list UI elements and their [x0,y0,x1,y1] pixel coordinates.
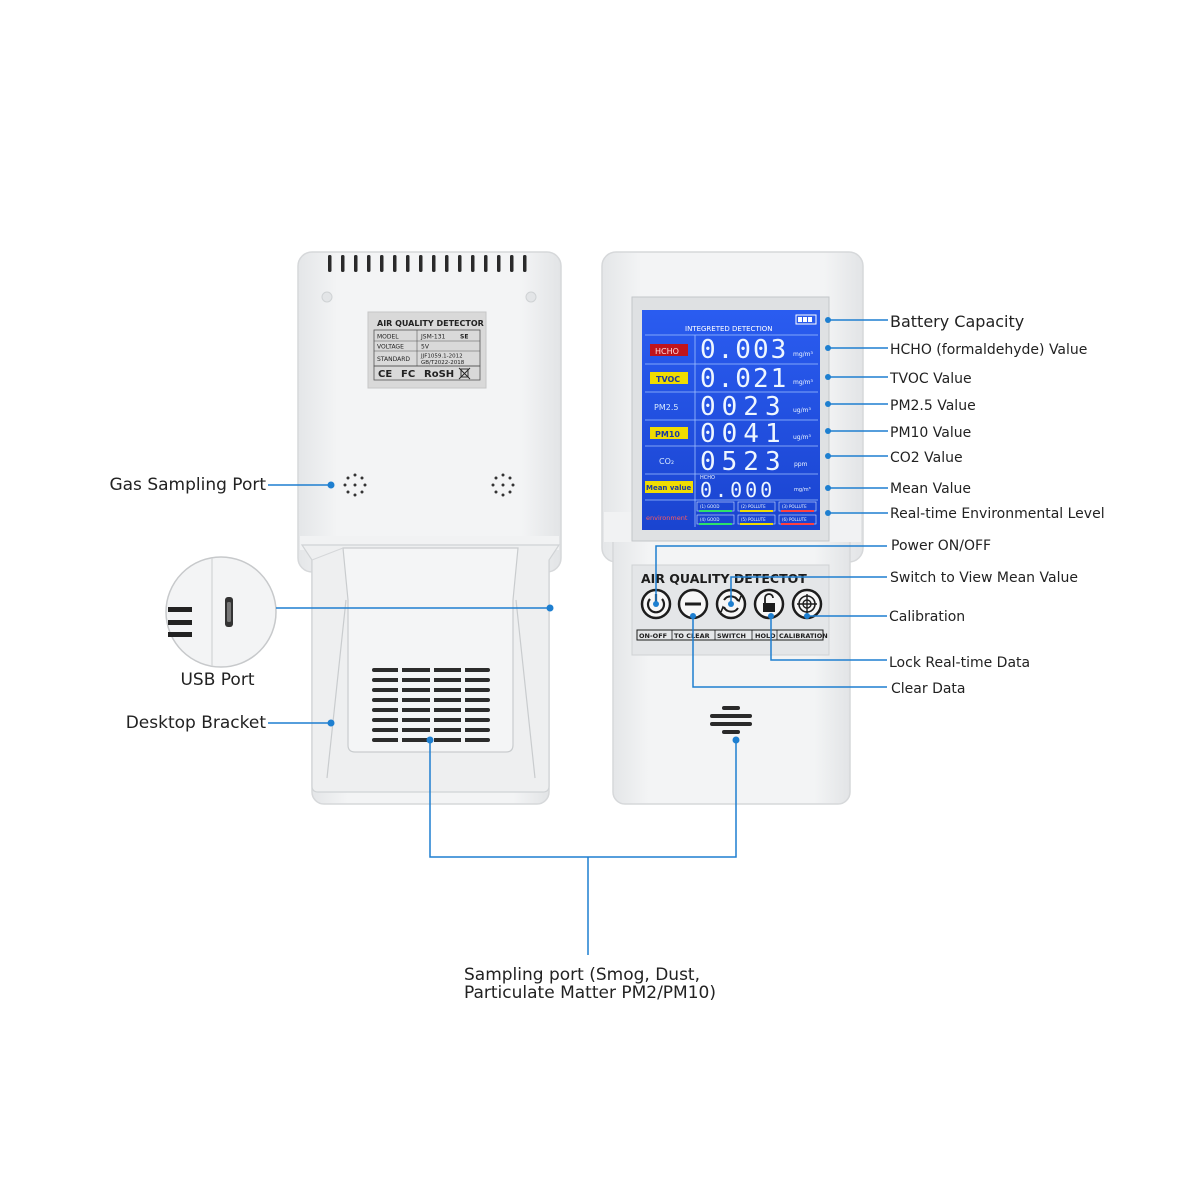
device-front: INTEGRETED DETECTION HCHO [601,251,864,805]
leader-dots [327,317,831,744]
btn-label-hold: HOLD [755,632,776,640]
panel-title: AIR QUALITY DETECTOT [641,571,807,586]
env-cell-6: (6) POLLUTE [782,517,807,522]
callout-lock: Lock Real-time Data [889,655,1031,671]
btn-label-onoff: ON-OFF [639,632,667,640]
env-cell-5: (5) POLLUTE [741,517,766,522]
lcd-header: INTEGRETED DETECTION [685,325,773,333]
cert-fc-mark: FC [401,369,415,380]
lcd-value-mean: 0.000 [700,478,775,502]
callout-pm25-value: PM2.5 Value [890,398,976,414]
screw-hole-icon [321,291,333,303]
battery-icon [795,314,817,325]
lcd-label-tvoc: TVOC [656,375,680,384]
spec-value-standard: JJF1059.1-2012 [420,354,463,360]
screw-hole-icon [525,291,537,303]
callout-co2-value: CO2 Value [890,450,963,466]
callout-sampling-line2: Particulate Matter PM2/PM10) [464,983,716,1003]
lcd-label-environment: environment [646,514,688,522]
spec-key-standard: STANDARD [377,356,410,363]
lcd-unit-mean: mg/m³ [794,487,811,493]
lcd-label-mean: Mean value [646,484,692,492]
front-sampling-vent [710,706,752,734]
callout-usb-port: USB Port [180,670,255,690]
lcd-unit-tvoc: mg/m³ [793,379,814,386]
spec-label-title: AIR QUALITY DETECTOR [377,319,484,328]
callout-battery-capacity: Battery Capacity [890,312,1025,331]
clear-button[interactable] [677,588,709,620]
lcd-mean-sub: HCHO [700,475,715,481]
spec-key-model: MODEL [377,334,399,341]
spec-value-standard-2: GB/T2022-2018 [421,360,465,366]
usb-port-zoom [165,556,277,668]
lcd-value-pm10: 0041 [700,419,787,449]
calibration-button[interactable] [791,588,823,620]
device-rear-body [297,251,562,573]
lock-icon [763,603,775,612]
btn-label-switch: SWITCH [717,632,746,640]
callout-desktop-bracket: Desktop Bracket [125,713,266,733]
lcd-unit-pm25: ug/m³ [793,407,811,414]
callout-calibration: Calibration [889,609,966,625]
env-level-cells: (1) GOOD (2) POLLUTE (3) POLLUTE (4) GOO… [696,501,817,525]
callout-sampling-line1: Sampling port (Smog, Dust, [464,965,700,985]
leader-lines [268,319,888,955]
lcd-value-pm25: 0023 [700,392,787,422]
callout-mean-value: Mean Value [890,481,972,497]
device-front-lower-body [612,519,851,805]
spec-value-voltage: 5V [421,344,430,351]
lcd-unit-pm10: ug/m³ [793,434,811,441]
env-cell-4: (4) GOOD [700,517,719,522]
lcd-label-co2: CO₂ [659,457,674,466]
callout-tvoc-value: TVOC Value [890,371,972,387]
spec-key-voltage: VOLTAGE [377,344,404,351]
cert-rosh-mark: RoSH [424,369,454,380]
env-cell-1: (1) GOOD [700,504,719,509]
spec-value-model: JSM-131 [420,334,446,341]
lcd-unit-co2: ppm [794,461,808,468]
cert-ce-mark: CE [378,369,392,380]
gas-port-left-icon [343,473,367,497]
callout-gas-sampling-port: Gas Sampling Port [109,475,266,495]
lcd-label-pm10: PM10 [655,430,680,439]
device-rear: AIR QUALITY DETECTOR MODEL JSM-131 SE VO… [297,251,562,805]
spec-extra-model: SE [460,334,468,341]
top-vent-slots [328,255,527,272]
callout-clear: Clear Data [891,681,966,697]
rear-spec-label: AIR QUALITY DETECTOR MODEL JSM-131 SE VO… [367,311,487,389]
lcd-value-co2: 0523 [700,447,787,477]
callout-hcho-value: HCHO (formaldehyde) Value [890,342,1088,358]
lcd-value-hcho: 0.003 [700,335,788,365]
env-cell-3: (3) POLLUTE [782,504,807,509]
btn-label-calibration: CALIBRATION [779,632,828,640]
callout-power: Power ON/OFF [891,538,992,554]
weee-bin-icon [458,367,471,380]
btn-label-clear: TO CLEAR [674,632,710,640]
callout-switch-mean: Switch to View Mean Value [890,570,1078,586]
lcd-content: INTEGRETED DETECTION HCHO [645,314,818,527]
lcd-unit-hcho: mg/m³ [793,351,814,358]
callout-env-level: Real-time Environmental Level [890,506,1105,522]
gas-port-right-icon [491,473,515,497]
lcd-value-tvoc: 0.021 [700,364,788,394]
lcd-label-pm25: PM2.5 [654,403,678,412]
lcd-label-hcho: HCHO [655,347,679,356]
env-cell-2: (2) POLLUTE [741,504,766,509]
callout-pm10-value: PM10 Value [890,425,972,441]
